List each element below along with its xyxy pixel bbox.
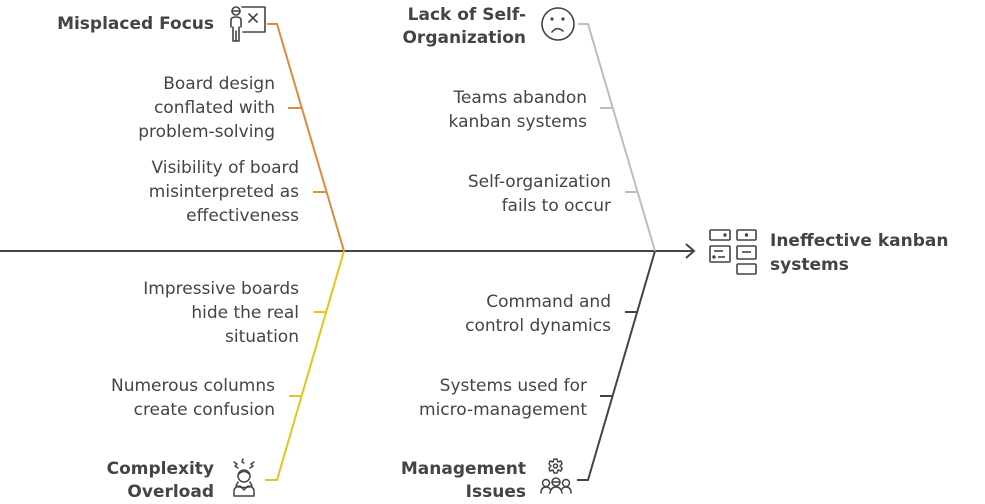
category-title-lack-of-self-organization: Lack of Self- Organization <box>402 4 526 50</box>
effect-label-line: Ineffective kanban <box>770 231 949 251</box>
branch-line <box>267 23 345 252</box>
category-title-line: Overload <box>127 482 214 502</box>
cause-line: Command and <box>486 292 611 312</box>
branch-management-issues <box>577 250 656 481</box>
cause-line: create confusion <box>133 400 275 420</box>
cause-label: Impressive boards hide the real situatio… <box>143 277 299 349</box>
cause-line: Self-organization <box>467 172 611 192</box>
cause-label: Self-organization fails to occur <box>468 170 611 218</box>
cause-line: Board design <box>163 74 275 94</box>
cause-line: problem-solving <box>138 122 275 142</box>
cause-line: hide the real <box>191 303 299 323</box>
sad-face-icon <box>541 7 575 41</box>
team-gear-icon <box>540 458 572 494</box>
category-title-line: Lack of Self- <box>407 5 526 25</box>
cause-line: Systems used for <box>439 376 587 396</box>
branch-line <box>578 23 656 252</box>
spine-arrowhead <box>685 243 696 259</box>
cause-line: kanban systems <box>448 112 587 132</box>
cause-line: fails to occur <box>501 196 611 216</box>
cause-line: misinterpreted as <box>148 182 299 202</box>
kanban-board-icon <box>709 229 757 275</box>
branch-complexity-overload <box>265 250 345 481</box>
cause-line: control dynamics <box>465 316 611 336</box>
cause-line: effectiveness <box>186 206 299 226</box>
category-title-line: Issues <box>465 482 526 502</box>
cause-line: conflated with <box>153 98 275 118</box>
cause-label: Visibility of board misinterpreted as ef… <box>149 156 299 228</box>
person-whiteboard-icon <box>230 6 266 42</box>
category-title-management-issues: Management Issues <box>401 458 526 504</box>
category-title-misplaced-focus: Misplaced Focus <box>57 13 214 36</box>
cause-line: Impressive boards <box>143 279 299 299</box>
effect-label-line: systems <box>770 255 849 275</box>
category-title-line: Complexity <box>106 459 214 479</box>
branch-line <box>577 250 656 481</box>
cause-label: Command and control dynamics <box>465 290 611 338</box>
cause-line: Visibility of board <box>151 158 299 178</box>
cause-line: Numerous columns <box>111 376 275 396</box>
cause-line: situation <box>224 327 299 347</box>
category-title-line: Management <box>400 459 526 479</box>
cause-label: Systems used for micro-management <box>419 374 587 422</box>
effect-label: Ineffective kanban systems <box>770 229 948 277</box>
stressed-person-icon <box>233 458 255 497</box>
branch-misplaced-focus <box>267 23 345 252</box>
cause-label: Board design conflated with problem-solv… <box>138 72 275 144</box>
category-title-complexity-overload: Complexity Overload <box>107 458 214 504</box>
cause-line: Teams abandon <box>453 88 587 108</box>
branch-line <box>265 250 345 481</box>
category-title-line: Misplaced Focus <box>57 14 214 34</box>
cause-line: micro-management <box>419 400 587 420</box>
cause-label: Numerous columns create confusion <box>111 374 275 422</box>
cause-label: Teams abandon kanban systems <box>449 86 587 134</box>
branch-lack-of-self-organization <box>578 23 656 252</box>
category-title-line: Organization <box>402 28 526 48</box>
